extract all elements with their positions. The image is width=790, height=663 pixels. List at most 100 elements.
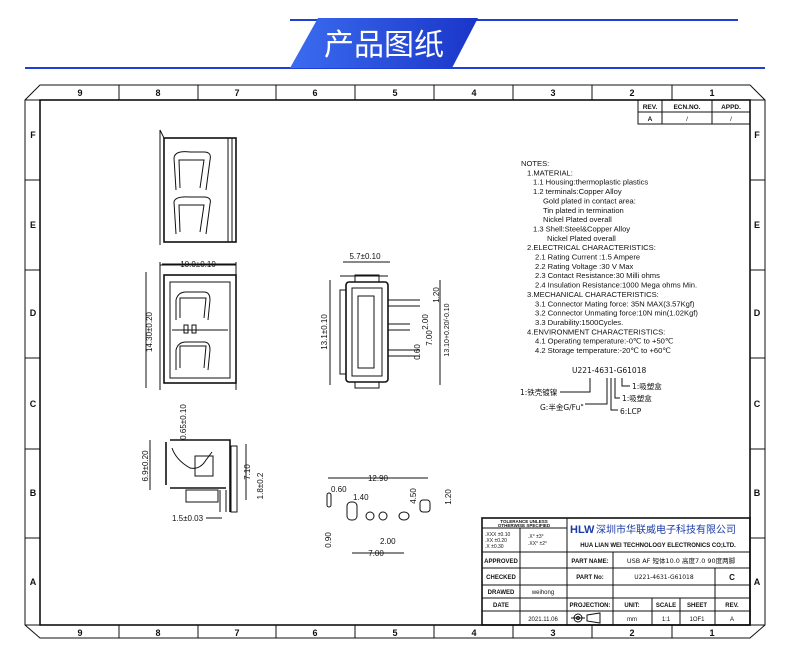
company-logo: HLW [570, 524, 595, 536]
note-line: Tin plated in termination [543, 206, 624, 215]
row-label: F [754, 130, 760, 140]
dim-pcb-1.40: 1.40 [353, 493, 369, 502]
checked-label: CHECKED [486, 575, 516, 581]
appd-value: / [730, 116, 732, 123]
note-line: 4.1 Operating temperature:-0℃ to +50℃ [535, 337, 674, 346]
note-line: 1.2 terminals:Copper Alloy [533, 187, 622, 196]
dim-side-total: 13.10+0.20/-0.10 [444, 303, 451, 356]
col-label: 6 [312, 628, 317, 638]
dim-pcb-12.90: 12.90 [368, 474, 389, 483]
part-no-value: U221-4631-G61018 [634, 574, 694, 581]
col-label: 7 [234, 88, 239, 98]
company-name-en: HUA LIAN WEI TECHNOLOGY ELECTRONICS CO;L… [580, 543, 736, 549]
dim-pcb-0.60: 0.60 [331, 485, 347, 494]
row-label: C [30, 399, 37, 409]
row-label: E [754, 220, 760, 230]
row-label: C [754, 399, 761, 409]
top-view [159, 129, 237, 245]
unit-value: mm [627, 617, 637, 623]
note-line: 4.2 Storage temperature:-20℃ to +60℃ [535, 346, 671, 355]
note-line: Nickel Plated overall [543, 215, 612, 224]
part-code-diagram: U221-4631-G61018 1:铁壳镀镍 G:半金G/Fu" 6:LCP … [520, 366, 662, 416]
revision-table: REV. ECN.NO. APPD. A / / [637, 99, 751, 125]
dim-side-pin-1.20: 1.20 [432, 287, 441, 303]
rev-value: A [648, 116, 653, 123]
row-label: A [30, 577, 37, 587]
dim-profile-1.5: 1.5±0.03 [172, 514, 204, 523]
unit-label: UNIT: [624, 603, 639, 609]
row-labels-left: F E D C B A [30, 130, 37, 587]
ecn-value: / [686, 116, 688, 123]
part-rev: C [729, 573, 735, 582]
projection-symbol-icon [571, 612, 601, 624]
rev-value: A [730, 617, 734, 623]
rev-header: REV. [643, 104, 658, 111]
col-label: 6 [312, 88, 317, 98]
col-label: 8 [155, 88, 160, 98]
row-label: B [30, 488, 37, 498]
dim-profile-0.65: 0.65±0.10 [179, 404, 188, 440]
tolerance-x: .X ±0.30 [485, 544, 504, 550]
callout-package-1: 1:吸塑盒 [622, 393, 652, 403]
side-view: 5.7±0.10 13.1±0.10 1.20 2.00 7.00 0.60 1… [320, 252, 451, 389]
company-name-cn: 深圳市华联威电子科技有限公司 [596, 523, 736, 536]
date-value: 2021.11.06 [528, 617, 558, 623]
callout-plating: G:半金G/Fu" [540, 402, 584, 412]
dim-side-pin-2.00: 2.00 [421, 314, 430, 330]
col-label: 1 [709, 88, 714, 98]
col-label: 5 [392, 88, 397, 98]
tolerance-xxx: .XXX ±0.10 [485, 532, 510, 538]
col-label: 2 [629, 628, 634, 638]
col-label: 4 [471, 88, 476, 98]
row-labels-right: F E D C B A [754, 130, 761, 587]
note-line: 2.ELECTRICAL CHARACTERISTICS: [527, 243, 656, 252]
callout-material: 6:LCP [620, 407, 642, 416]
dim-side-width: 5.7±0.10 [349, 252, 381, 261]
title-block: TOLERANCE UNLESS OTHERWISE SPECIFIED .XX… [481, 517, 751, 626]
note-line: 2.3 Contact Resistance:30 Milli ohms [535, 271, 660, 280]
notes-heading: NOTES: [521, 159, 549, 168]
dim-pcb-2.00: 2.00 [380, 537, 396, 546]
dim-profile-6.9: 6.9±0.20 [141, 450, 150, 482]
row-label: A [754, 577, 761, 587]
note-line: 2.1 Rating Current :1.5 Ampere [535, 253, 640, 262]
col-label: 1 [709, 628, 714, 638]
row-label: D [30, 308, 37, 318]
part-code: U221-4631-G61018 [572, 366, 646, 375]
note-line: Gold plated in contact area: [543, 196, 636, 205]
col-label: 9 [77, 628, 82, 638]
dim-pcb-1.20: 1.20 [444, 489, 453, 505]
col-label: 5 [392, 628, 397, 638]
page-header: 产品图纸 [25, 18, 765, 69]
sheet-label: SHEET [687, 603, 707, 609]
col-label: 2 [629, 88, 634, 98]
part-name-value: USB AF 短体10.0 高度7.0 90度两脚 [627, 556, 736, 565]
part-name-label: PART NAME: [571, 559, 608, 565]
header-banner [290, 18, 478, 68]
drawed-label: DRAWED [488, 590, 515, 596]
page-title: 产品图纸 [324, 28, 444, 63]
date-label: DATE [493, 603, 509, 609]
note-line: 4.ENVIRONMENT CHARACTERISTICS: [527, 327, 665, 336]
ecn-header: ECN.NO. [673, 104, 700, 111]
dim-side-pin-7.00: 7.00 [425, 330, 434, 346]
tolerance-subtitle: OTHERWISE SPECIFIED [498, 523, 551, 528]
note-line: 1.MATERIAL: [527, 168, 573, 177]
column-labels-bottom: 9 8 7 6 5 4 3 2 1 [77, 628, 714, 638]
tolerance-angle-2: .XX° ±2° [528, 541, 547, 547]
dim-side-pin-0.60: 0.60 [413, 344, 422, 360]
scale-label: SCALE [656, 603, 676, 609]
column-labels-top: 9 8 7 6 5 4 3 2 1 [77, 88, 714, 98]
note-line: 2.4 Insulation Resistance:1000 Mega ohms… [535, 281, 697, 290]
drawed-value: weihong [531, 590, 554, 596]
callout-package-2: 1:吸塑盒 [632, 381, 662, 391]
dim-side-height: 13.1±0.10 [320, 314, 329, 350]
approved-label: APPROVED [484, 559, 518, 565]
col-label: 4 [471, 628, 476, 638]
dim-pcb-4.50: 4.50 [409, 488, 418, 504]
dim-pcb-7.00: 7.00 [368, 549, 384, 558]
col-label: 9 [77, 88, 82, 98]
profile-view: 6.9±0.20 0.65±0.10 7.10 1.8±0.2 1.5±0.03 [141, 404, 265, 523]
note-line: 2.2 Rating Voltage :30 V Max [535, 262, 634, 271]
dim-front-height: 14.30±0.20 [145, 311, 154, 352]
